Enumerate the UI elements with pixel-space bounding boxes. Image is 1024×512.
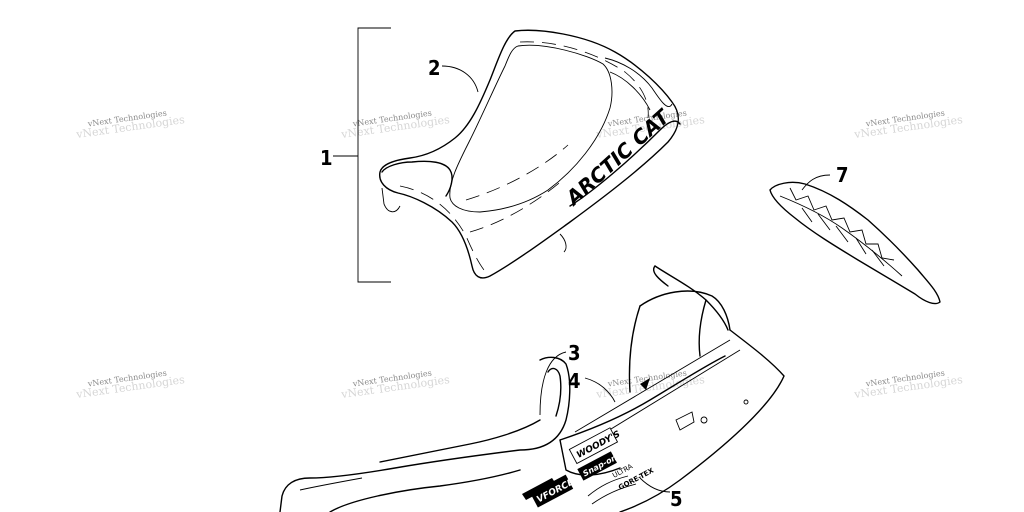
decal-shield <box>522 399 749 500</box>
watermark: vNext Technologies vNext Technologies <box>852 108 963 141</box>
callout-1: 1 <box>320 146 333 170</box>
watermark: vNext Technologies vNext Technologies <box>594 368 705 401</box>
assembly-bracket <box>333 27 391 283</box>
callout-7: 7 <box>836 163 849 187</box>
decal-strip-drawing <box>769 181 941 305</box>
watermark: vNext Technologies vNext Technologies <box>74 368 185 401</box>
watermark: vNext Technologies vNext Technologies <box>339 108 450 141</box>
watermark: vNext Technologies vNext Technologies <box>852 368 963 401</box>
watermark-group: vNext Technologies vNext Technologies vN… <box>74 108 963 401</box>
watermark: vNext Technologies vNext Technologies <box>74 108 185 141</box>
callout-3: 3 <box>568 341 581 365</box>
seat-drawing: ARCTIC CAT <box>379 29 681 279</box>
decal-swoosh <box>587 378 650 505</box>
callout-4: 4 <box>568 369 581 393</box>
watermark: vNext Technologies vNext Technologies <box>339 368 450 401</box>
leader-lines <box>441 65 831 493</box>
callout-2: 2 <box>428 56 441 80</box>
callout-5: 5 <box>670 487 683 511</box>
